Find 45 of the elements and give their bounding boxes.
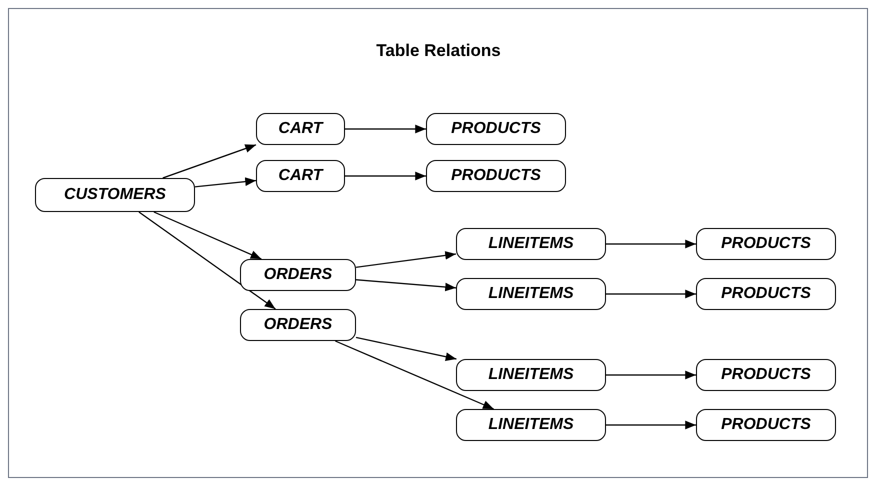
- table-box: [426, 160, 566, 192]
- table-box: [696, 278, 836, 310]
- table-name: LINEITEMS: [488, 234, 574, 254]
- arrow: [606, 370, 696, 380]
- arrow: [356, 251, 456, 268]
- table-name: ORDERS: [264, 315, 332, 335]
- arrow: [606, 420, 696, 430]
- table-name: LINEITEMS: [488, 284, 574, 304]
- arrow: [138, 212, 276, 310]
- arrow: [194, 177, 256, 188]
- table-box: [456, 359, 606, 391]
- table-name: PRODUCTS: [721, 284, 811, 304]
- table-name: LINEITEMS: [488, 365, 574, 385]
- arrow: [356, 336, 457, 361]
- table-name: CUSTOMERS: [64, 185, 166, 205]
- table-box: [35, 178, 195, 212]
- table-name: PRODUCTS: [721, 234, 811, 254]
- table-box: [696, 359, 836, 391]
- table-name: CART: [278, 119, 323, 139]
- table-box: [240, 309, 356, 341]
- arrow: [154, 211, 262, 260]
- arrow: [606, 240, 696, 248]
- table-name: PRODUCTS: [451, 166, 541, 186]
- table-box: [456, 278, 606, 310]
- arrow: [356, 279, 456, 292]
- table-name: LINEITEMS: [488, 415, 574, 435]
- table-box: [240, 259, 356, 291]
- table-name: CART: [278, 166, 323, 186]
- arrow: [162, 144, 256, 179]
- table-name: ORDERS: [264, 265, 332, 285]
- table-name: PRODUCTS: [451, 119, 541, 139]
- arrow: [345, 124, 426, 134]
- table-name: PRODUCTS: [721, 365, 811, 385]
- arrow: [606, 290, 696, 298]
- table-box: [696, 409, 836, 441]
- arrow: [345, 172, 426, 180]
- table-box: [696, 228, 836, 260]
- diagram-title: Table Relations: [375, 40, 502, 62]
- table-box: [256, 113, 345, 145]
- table-box: [426, 113, 566, 145]
- table-box: [256, 160, 345, 192]
- table-box: [456, 228, 606, 260]
- table-box: [456, 409, 606, 441]
- table-name: PRODUCTS: [721, 415, 811, 435]
- arrow: [335, 340, 494, 410]
